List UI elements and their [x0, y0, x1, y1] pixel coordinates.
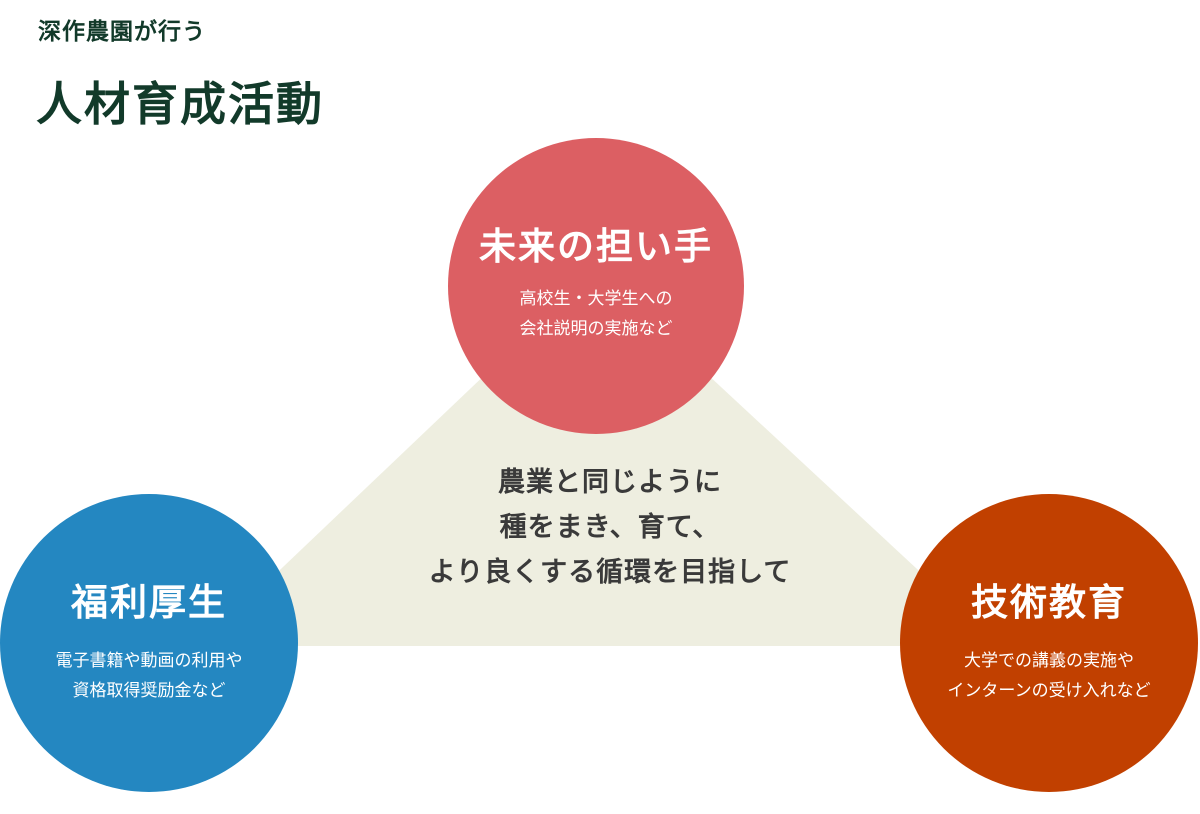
- circle-welfare-desc-line-1: 電子書籍や動画の利用や: [55, 651, 243, 671]
- page-title: 人材育成活動: [36, 77, 324, 131]
- circle-welfare-desc-line-2: 資格取得奨励金など: [72, 681, 226, 701]
- circle-future-leaders-desc-line-2: 会社説明の実施など: [519, 319, 673, 339]
- center-line-2: 種をまき、育て、: [499, 512, 721, 543]
- triangle-background: [200, 270, 1000, 646]
- circle-future-leaders: 未来の担い手 高校生・大学生への 会社説明の実施など: [448, 138, 744, 434]
- circle-welfare-title: 福利厚生: [71, 580, 227, 624]
- center-message: 農業と同じように 種をまき、育て、 より良くする循環を目指して: [360, 460, 860, 595]
- center-line-1: 農業と同じように: [498, 467, 722, 498]
- circle-future-leaders-desc: 高校生・大学生への 会社説明の実施など: [448, 284, 744, 344]
- page-subtitle: 深作農園が行う: [38, 18, 206, 45]
- circle-future-leaders-title: 未来の担い手: [479, 224, 713, 268]
- circle-future-leaders-desc-line-1: 高校生・大学生への: [519, 289, 673, 309]
- circle-tech-education-desc-line-2: インターンの受け入れなど: [947, 681, 1151, 701]
- circle-tech-education-desc-line-1: 大学での講義の実施や: [964, 651, 1134, 671]
- center-line-3: より良くする循環を目指して: [428, 557, 792, 588]
- circle-welfare-desc: 電子書籍や動画の利用や 資格取得奨励金など: [0, 646, 298, 706]
- circle-tech-education: 技術教育 大学での講義の実施や インターンの受け入れなど: [900, 494, 1198, 792]
- circle-tech-education-desc: 大学での講義の実施や インターンの受け入れなど: [900, 646, 1198, 706]
- circle-tech-education-title: 技術教育: [971, 580, 1127, 624]
- circle-welfare: 福利厚生 電子書籍や動画の利用や 資格取得奨励金など: [0, 494, 298, 792]
